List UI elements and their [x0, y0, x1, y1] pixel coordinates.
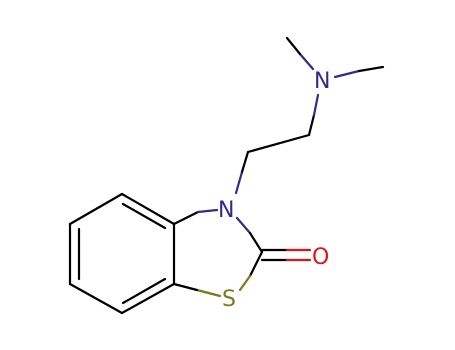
bond-n-me2	[333, 69, 361, 79]
atom-oxygen: O	[312, 245, 329, 270]
bond-n-carbonyl-b	[248, 231, 264, 254]
atom-n-ring: N	[218, 198, 234, 223]
bond-ch2-n-b	[312, 93, 320, 117]
bond-inner-1	[121, 202, 167, 230]
bond-c3-c4	[120, 282, 176, 315]
bond-c4-c5	[68, 282, 124, 315]
atom-labels: N N S O	[218, 69, 330, 312]
bond-c6-c1	[68, 192, 124, 226]
bond-carbonyl-s	[248, 250, 264, 278]
bond-n-me1	[298, 52, 315, 71]
bond-inner-2	[121, 277, 167, 305]
atom-sulfur: S	[222, 287, 236, 312]
bond-n-me1-b	[285, 36, 302, 56]
bond-c1-c2	[120, 192, 176, 226]
atom-n-amine: N	[314, 69, 330, 94]
bond-n-ch2	[234, 170, 244, 195]
bond-s-c3-b	[172, 282, 199, 292]
bond-ch2-n	[307, 113, 316, 137]
bond-n-me2-b	[357, 65, 385, 73]
bond-c2-n	[172, 210, 200, 226]
bond-ch2-ch2	[246, 133, 311, 154]
bond-n-carbonyl	[235, 216, 252, 235]
bond-lines	[68, 36, 385, 315]
bond-n-ch2-b	[240, 150, 250, 174]
bond-s-c3	[195, 288, 222, 298]
bond-carbonyl-s-b	[238, 274, 252, 292]
bond-n-c2-half	[196, 208, 219, 214]
